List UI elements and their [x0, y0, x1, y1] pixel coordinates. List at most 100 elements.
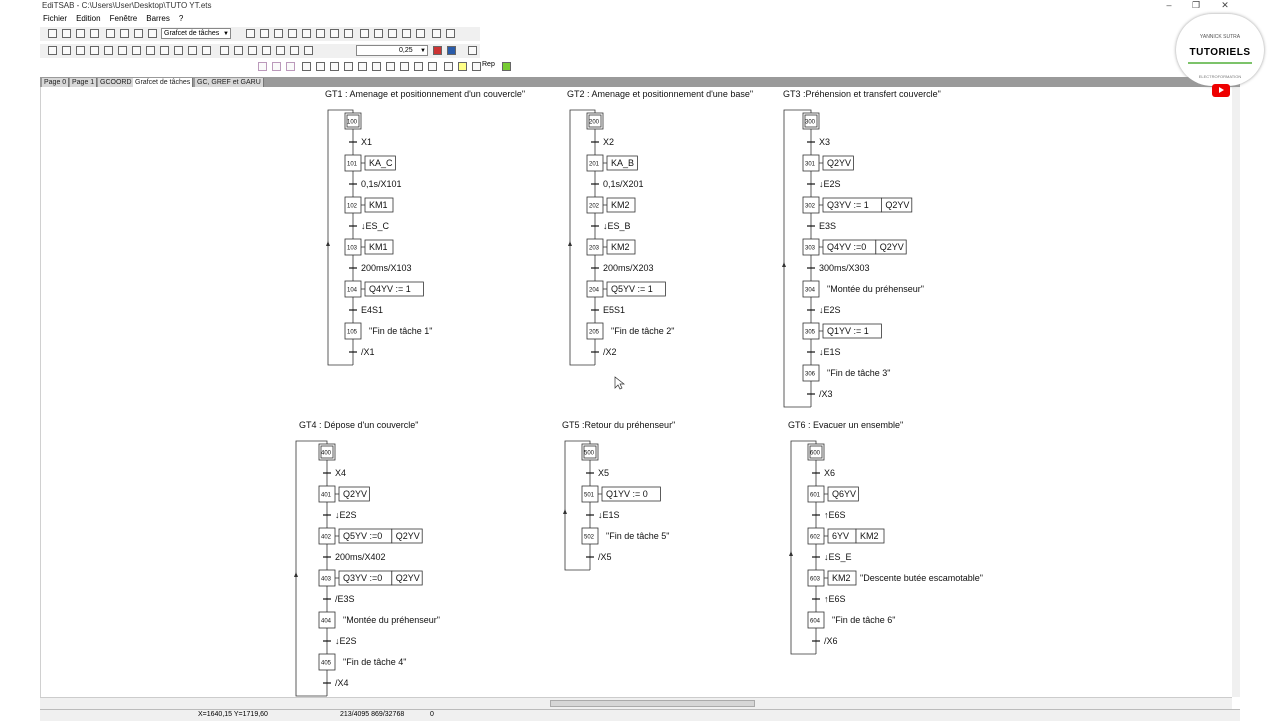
step-number: 603 [810, 577, 821, 583]
convergence-icon[interactable] [118, 46, 127, 55]
tab-page-1[interactable]: Page 1 [70, 78, 98, 87]
initial-step-icon[interactable] [62, 46, 71, 55]
step-number: 205 [589, 330, 600, 336]
menu-fenetre[interactable]: Fenêtre [109, 14, 138, 23]
zoom-out-icon[interactable] [302, 29, 311, 38]
paste-icon[interactable] [432, 29, 441, 38]
maximize-button[interactable]: ❐ [1191, 0, 1201, 10]
magnet-icon[interactable] [433, 46, 442, 55]
fill-icon[interactable] [290, 46, 299, 55]
loop-arrow-icon [294, 572, 298, 577]
status-zero: 0 [430, 711, 434, 718]
rep-label[interactable]: Rep [482, 61, 495, 68]
tab-gc-gref-garu[interactable]: GC, GREF et GARU [195, 78, 264, 87]
scroll-thumb[interactable] [550, 700, 755, 707]
double-rect-icon[interactable] [316, 62, 325, 71]
highlight-icon[interactable] [316, 29, 325, 38]
action-box [391, 570, 423, 586]
line-icon[interactable] [220, 46, 229, 55]
save-icon[interactable] [90, 29, 99, 38]
box-icon[interactable] [386, 62, 395, 71]
print-preview-icon[interactable] [120, 29, 129, 38]
ellipse-icon[interactable] [234, 46, 243, 55]
action-box-icon[interactable] [146, 46, 155, 55]
grafcet-diagram[interactable]: GT1 : Amenage et positionnement d'un cou… [41, 87, 1233, 697]
youtube-icon[interactable] [1212, 84, 1230, 97]
zoom-in-icon[interactable] [288, 29, 297, 38]
step-comment: "Montée du préhenseur" [827, 284, 924, 294]
action-list-icon[interactable] [160, 46, 169, 55]
undo-icon[interactable] [360, 29, 369, 38]
scissors-icon[interactable] [416, 29, 425, 38]
transition-label: E4S1 [361, 305, 383, 315]
timer-icon[interactable] [358, 62, 367, 71]
divergence-icon[interactable] [104, 46, 113, 55]
spiral-icon[interactable] [344, 62, 353, 71]
connector-icon[interactable] [502, 62, 511, 71]
falling-edge-icon[interactable] [272, 62, 281, 71]
back-arrow-icon[interactable] [472, 62, 481, 71]
bar-icon[interactable] [286, 62, 295, 71]
counter-icon[interactable] [372, 62, 381, 71]
frame-icon[interactable] [202, 46, 211, 55]
line-width-select[interactable]: 0,25 ▼ [356, 45, 428, 56]
action-box [827, 570, 857, 586]
arrow-icon[interactable] [276, 46, 285, 55]
menu-fichier[interactable]: Fichier [43, 14, 68, 23]
chevron-down-icon: ▼ [223, 31, 229, 37]
transition-icon[interactable] [76, 46, 85, 55]
cut-icon[interactable] [388, 29, 397, 38]
minimize-button[interactable]: – [1166, 0, 1172, 10]
menu-edition[interactable]: Edition [76, 14, 101, 23]
eraser-icon[interactable] [260, 29, 269, 38]
arrow-right-icon[interactable] [444, 62, 453, 71]
diamond-icon[interactable] [330, 62, 339, 71]
view-select-value: Grafcet de tâches [164, 30, 220, 37]
tab-gcoord[interactable]: GCOORD [98, 78, 135, 87]
pointer-icon[interactable] [246, 29, 255, 38]
menu-help[interactable]: ? [178, 14, 184, 23]
delete-icon[interactable] [446, 29, 455, 38]
open-icon[interactable] [76, 29, 85, 38]
up-arrow-icon[interactable] [400, 62, 409, 71]
image-icon[interactable] [248, 46, 257, 55]
zoom-icon[interactable] [274, 29, 283, 38]
rising-edge-icon[interactable] [258, 62, 267, 71]
draw-toolbar: 0,25 ▼ [40, 44, 480, 58]
save-as-icon[interactable] [106, 29, 115, 38]
redo-icon[interactable] [374, 29, 383, 38]
step-icon[interactable] [48, 46, 57, 55]
drawing-canvas[interactable]: GT1 : Amenage et positionnement d'un cou… [40, 87, 1233, 697]
line-style-icon[interactable] [304, 46, 313, 55]
horizontal-scrollbar[interactable] [40, 697, 1232, 709]
action-text: Q5YV := 1 [611, 284, 653, 294]
step-number: 301 [805, 162, 816, 168]
brush-icon[interactable] [330, 29, 339, 38]
rectangle-icon[interactable] [302, 62, 311, 71]
window-title: EdiTSAB - C:\Users\User\Desktop\TUTO YT.… [42, 1, 212, 10]
transition-label: /X6 [824, 636, 838, 646]
tab-grafcet-de-taches[interactable]: Grafcet de tâches [133, 78, 194, 87]
menu-barres[interactable]: Barres [146, 14, 170, 23]
new-file-icon[interactable] [48, 29, 57, 38]
step-number: 305 [805, 330, 816, 336]
grid-icon[interactable] [344, 29, 353, 38]
vertical-scrollbar[interactable] [1232, 87, 1240, 697]
user-icon[interactable] [148, 29, 157, 38]
link-icon[interactable] [90, 46, 99, 55]
up-down-arrow-icon[interactable] [414, 62, 423, 71]
comment-icon[interactable] [174, 46, 183, 55]
view-select[interactable]: Grafcet de tâches ▼ [161, 28, 231, 39]
close-button[interactable]: ✕ [1221, 0, 1229, 10]
copy-icon[interactable] [402, 29, 411, 38]
bar-chart-icon[interactable] [458, 62, 467, 71]
forcing-icon[interactable] [188, 46, 197, 55]
tab-page-0[interactable]: Page 0 [42, 78, 70, 87]
color-picker-icon[interactable] [447, 46, 456, 55]
text-icon[interactable] [262, 46, 271, 55]
macro-step-icon[interactable] [132, 46, 141, 55]
set-icon[interactable] [428, 62, 437, 71]
print-icon[interactable] [134, 29, 143, 38]
spin-icon[interactable] [468, 46, 477, 55]
open-folder-icon[interactable] [62, 29, 71, 38]
